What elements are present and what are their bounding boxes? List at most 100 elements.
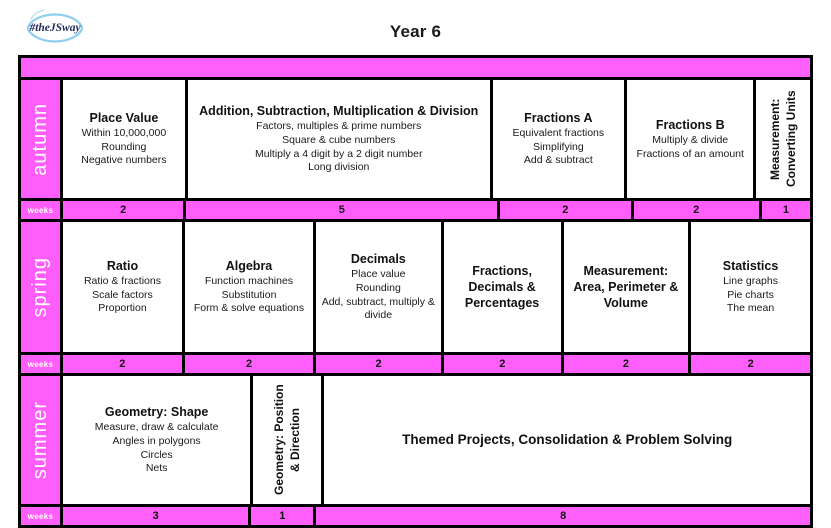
subject-detail-line: Multiply a 4 digit by a 2 digit number — [254, 147, 423, 160]
weeks-count: 1 — [761, 201, 810, 219]
subject-detail-line: Pie charts — [727, 288, 774, 301]
subject-detail-line: Rounding — [355, 281, 401, 294]
weeks-count: 3 — [63, 507, 249, 525]
subject-title: Algebra — [225, 259, 273, 274]
subject-detail-line: Simplifying — [532, 140, 584, 153]
subject-detail-line: Factors, multiples & prime numbers — [256, 120, 422, 133]
subject-detail-line: Negative numbers — [81, 154, 167, 167]
page-header: #theJSway Year 6 — [0, 0, 831, 55]
subject-title: Geometry: Position & Direction — [272, 384, 303, 496]
subject-detail-line: Substitution — [221, 288, 277, 301]
subject-detail-line: Long division — [308, 161, 370, 174]
svg-text:#theJSway: #theJSway — [28, 22, 81, 34]
subject-detail-line: Add & subtract — [523, 154, 593, 167]
weeks-count: 2 — [63, 201, 184, 219]
weeks-count: 2 — [443, 355, 561, 373]
subject-title: Ratio — [106, 259, 139, 274]
season-label-text: autumn — [29, 102, 51, 176]
subject-cell[interactable]: Fractions, Decimals & Percentages — [443, 222, 561, 352]
subject-title: Fractions A — [524, 111, 593, 126]
subject-detail-line: Circles — [140, 448, 173, 461]
subject-title: Place Value — [89, 111, 159, 126]
weeks-count: 2 — [63, 355, 182, 373]
subject-detail-line: Within 10,000,000 — [81, 127, 167, 140]
weeks-count: 1 — [251, 507, 314, 525]
subject-detail-line: Equivalent fractions — [512, 127, 605, 140]
top-pink-banner — [21, 58, 810, 80]
weeks-count: 2 — [184, 355, 314, 373]
season-label-text: spring — [29, 256, 51, 318]
weeks-label: weeks — [21, 507, 63, 525]
subject-detail-line: Angles in polygons — [112, 434, 201, 447]
subject-title: Addition, Subtraction, Multiplication & … — [199, 104, 479, 119]
page-title: Year 6 — [389, 22, 442, 41]
weeks-label: weeks — [21, 355, 63, 373]
subject-cell[interactable]: Themed Projects, Consolidation & Problem… — [324, 376, 810, 504]
subject-detail-line: The mean — [726, 302, 775, 315]
subject-detail-line: Fractions of an amount — [636, 147, 744, 160]
subject-detail-line: Form & solve equations — [193, 302, 305, 315]
weeks-label: weeks — [21, 201, 63, 219]
subject-detail-line: Rounding — [101, 140, 147, 153]
season-label-summer: summer — [21, 376, 63, 504]
subject-cell[interactable]: Measurement: Converting Units — [756, 80, 810, 198]
subject-detail-line: Multiply & divide — [652, 133, 729, 146]
subject-title: Statistics — [722, 259, 779, 274]
subject-cell[interactable]: Addition, Subtraction, Multiplication & … — [187, 80, 490, 198]
subject-title: Fractions B — [655, 117, 725, 132]
subject-detail-line: Line graphs — [723, 275, 778, 288]
weeks-count: 2 — [633, 201, 759, 219]
season-label-spring: spring — [21, 222, 63, 352]
subject-detail-line: Square & cube numbers — [282, 133, 396, 146]
subject-detail-line: Place value — [351, 268, 406, 281]
subject-title: Fractions, Decimals & Percentages — [464, 264, 540, 310]
subject-detail-line: Function machines — [204, 275, 294, 288]
subject-cell[interactable]: Geometry: Position & Direction — [253, 376, 322, 504]
weeks-count: 2 — [691, 355, 810, 373]
weeks-count: 2 — [316, 355, 441, 373]
subject-title: Themed Projects, Consolidation & Problem… — [402, 432, 733, 448]
weeks-count: 2 — [500, 201, 631, 219]
weeks-count: 5 — [186, 201, 498, 219]
subject-title: Measurement: Converting Units — [768, 90, 799, 188]
subject-detail-line: Ratio & fractions — [83, 275, 161, 288]
subject-title: Measurement: Area, Perimeter & Volume — [573, 264, 679, 310]
subject-detail-line: Add, subtract, multiply & divide — [321, 295, 435, 322]
subject-detail-line: Nets — [145, 462, 168, 475]
subject-cell[interactable]: Measurement: Area, Perimeter & Volume — [563, 222, 689, 352]
season-label-text: summer — [29, 400, 51, 480]
weeks-count: 2 — [563, 355, 689, 373]
subject-detail-line: Proportion — [98, 302, 147, 315]
